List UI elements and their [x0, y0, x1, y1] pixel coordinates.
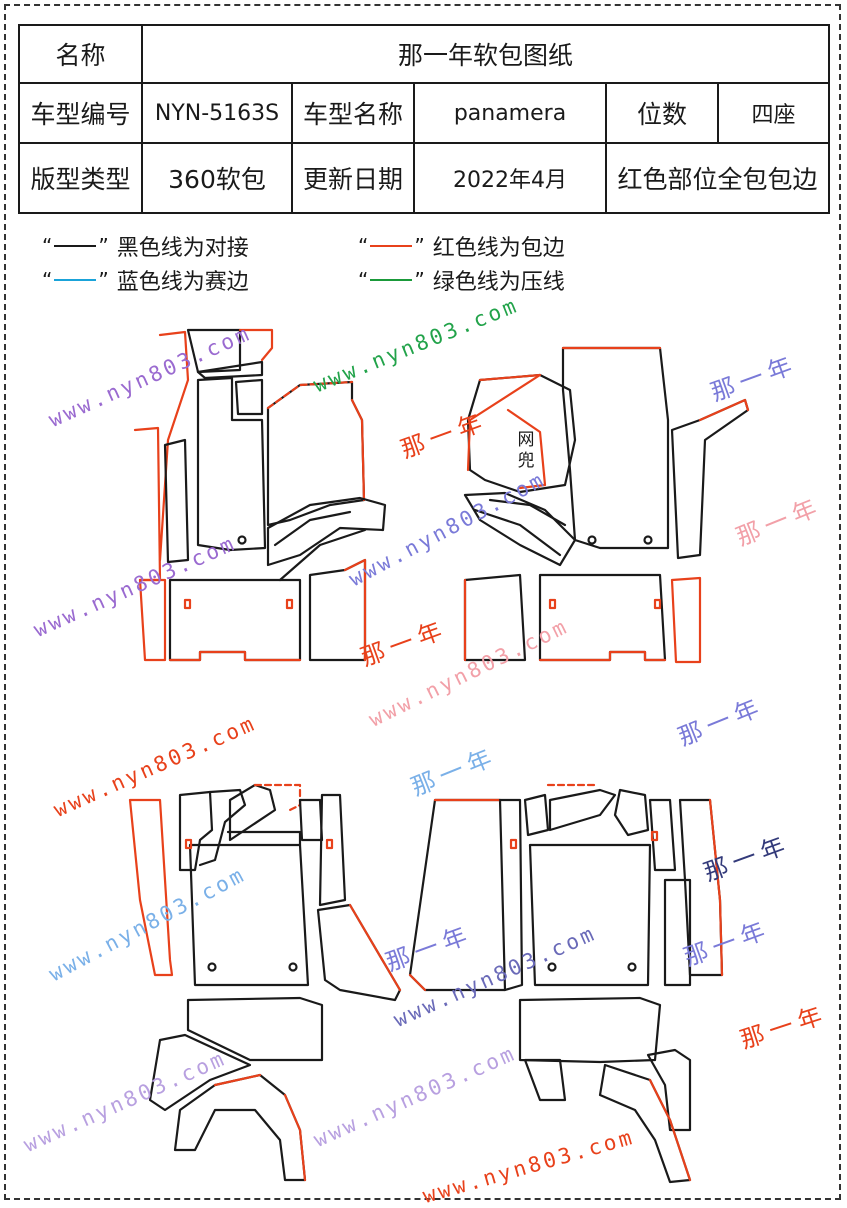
seats-value: 四座: [716, 82, 831, 144]
model-value: panamera: [413, 82, 607, 144]
name-label: 名称: [18, 24, 143, 84]
legend-item-green: “” 绿色线为压线: [358, 268, 565, 295]
front-right-pattern: [463, 346, 750, 664]
code-label: 车型编号: [18, 82, 143, 144]
front-left-pattern: [133, 328, 387, 662]
rear-right-pattern: [408, 783, 724, 1184]
date-label: 更新日期: [291, 142, 415, 214]
legend-swatch: [54, 279, 97, 281]
page-border: [4, 4, 841, 1200]
type-value: 360软包: [141, 142, 293, 214]
name-value: 那一年软包图纸: [140, 24, 831, 84]
legend-item-blue: “” 蓝色线为赛边: [42, 268, 249, 295]
legend-swatch: [370, 245, 413, 247]
seats-label: 位数: [605, 82, 719, 144]
note-value: 红色部位全包包边: [604, 142, 831, 214]
rear-left-pattern: [128, 783, 402, 1182]
legend-item-black: “” 黑色线为对接: [42, 234, 249, 261]
type-label: 版型类型: [18, 142, 143, 214]
code-value: NYN-5163S: [141, 82, 293, 144]
legend-item-red: “” 红色线为包边: [358, 234, 565, 261]
legend-swatch: [370, 279, 413, 281]
spec-table: 名称 那一年软包图纸 车型编号 NYN-5163S 车型名称 panamera …: [18, 24, 831, 214]
legend-swatch: [54, 245, 97, 247]
date-value: 2022年4月: [413, 142, 607, 214]
net-pocket-label: 网兜: [517, 430, 535, 471]
model-label: 车型名称: [291, 82, 415, 144]
